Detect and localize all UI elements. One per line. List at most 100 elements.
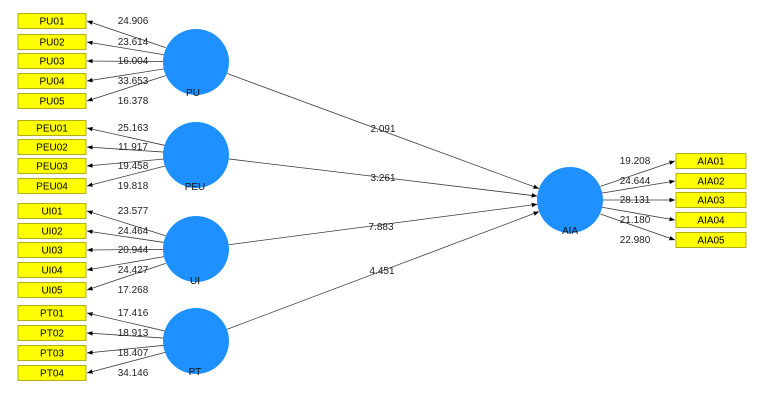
loading-arrow — [86, 158, 166, 168]
indicator-label: AIA03 — [697, 196, 725, 207]
construct-pu[interactable] — [163, 29, 229, 95]
loading-value: 20.944 — [118, 245, 149, 256]
loading-value: 24.906 — [118, 16, 149, 27]
loading-value: 19.458 — [118, 161, 149, 172]
indicator-box[interactable] — [675, 173, 747, 189]
path-coefficient: 7.883 — [368, 222, 393, 233]
path-coefficient: 2.091 — [370, 124, 395, 135]
indicator-box[interactable] — [675, 153, 747, 169]
indicator-box[interactable] — [675, 192, 747, 208]
structural-path — [226, 73, 540, 189]
indicator-label: PEU01 — [36, 124, 68, 135]
loading-arrow — [86, 127, 166, 146]
indicator-box[interactable] — [17, 345, 87, 361]
loading-arrow — [600, 213, 676, 241]
structural-path — [226, 211, 540, 330]
loading-value: 33.653 — [118, 76, 149, 87]
indicator-label: PT01 — [40, 309, 64, 320]
indicator-label: PEU02 — [36, 143, 68, 154]
loading-arrow — [600, 160, 676, 187]
loading-arrow — [86, 255, 166, 272]
construct-label: PT — [189, 367, 202, 378]
loading-value: 24.427 — [118, 265, 149, 276]
loading-value: 28.131 — [620, 195, 651, 206]
loading-arrow — [86, 210, 166, 237]
loading-arrow — [86, 165, 166, 187]
indicator-label: UI05 — [41, 286, 63, 297]
indicator-label: PEU03 — [36, 162, 68, 173]
loading-value: 16.004 — [118, 56, 149, 67]
indicator-label: PT02 — [40, 329, 64, 340]
indicator-box[interactable] — [17, 93, 87, 109]
loading-value: 21.180 — [620, 215, 651, 226]
loading-arrow — [86, 312, 166, 332]
indicator-box[interactable] — [17, 73, 87, 89]
indicator-label: PU01 — [39, 17, 64, 28]
loading-arrow — [86, 344, 166, 355]
loading-value: 23.614 — [118, 37, 149, 48]
loading-arrow — [86, 145, 166, 153]
structural-path — [228, 202, 538, 246]
loading-value: 24.464 — [118, 226, 149, 237]
construct-pt[interactable] — [163, 308, 229, 374]
indicator-box[interactable] — [17, 223, 87, 239]
loading-value: 23.577 — [118, 206, 149, 217]
indicator-label: PU05 — [39, 97, 64, 108]
loading-arrow — [600, 179, 676, 194]
indicator-box[interactable] — [17, 242, 87, 258]
indicator-box[interactable] — [17, 203, 87, 219]
loading-arrow — [86, 247, 166, 253]
construct-label: UI — [190, 276, 200, 287]
indicator-box[interactable] — [675, 212, 747, 228]
loading-value: 18.407 — [118, 348, 149, 359]
indicator-box[interactable] — [17, 262, 87, 278]
indicator-box[interactable] — [17, 158, 87, 174]
loading-arrow — [86, 40, 166, 56]
loading-value: 19.208 — [620, 156, 651, 167]
loading-value: 24.644 — [620, 176, 651, 187]
indicator-box[interactable] — [17, 34, 87, 50]
construct-peu[interactable] — [163, 122, 229, 188]
indicator-label: PT04 — [40, 369, 64, 380]
indicator-box[interactable] — [17, 13, 87, 29]
indicator-label: AIA02 — [697, 177, 725, 188]
indicator-box[interactable] — [17, 53, 87, 69]
loading-value: 18.913 — [118, 328, 149, 339]
indicator-box[interactable] — [17, 325, 87, 341]
structural-path — [228, 158, 538, 198]
indicator-box[interactable] — [17, 120, 87, 136]
loading-value: 16.378 — [118, 96, 149, 107]
construct-ui[interactable] — [163, 216, 229, 282]
indicator-box[interactable] — [17, 139, 87, 155]
construct-label: PU — [186, 88, 200, 99]
loading-value: 11.917 — [118, 142, 148, 153]
indicator-box[interactable] — [17, 305, 87, 321]
path-coefficient: 4.451 — [369, 266, 394, 277]
path-coefficient: 3.261 — [370, 173, 395, 184]
indicator-box[interactable] — [17, 365, 87, 381]
loading-arrow — [600, 206, 676, 222]
loading-arrow — [86, 331, 166, 339]
indicator-label: AIA04 — [697, 216, 725, 227]
loading-value: 25.163 — [118, 123, 149, 134]
loading-arrow — [86, 229, 166, 244]
loading-arrow — [86, 351, 166, 374]
indicator-label: UI03 — [41, 246, 63, 257]
indicator-label: PU04 — [39, 77, 64, 88]
indicator-label: UI04 — [41, 266, 63, 277]
indicator-label: AIA05 — [697, 236, 725, 247]
indicator-label: AIA01 — [697, 157, 725, 168]
loading-value: 17.268 — [118, 285, 149, 296]
indicator-label: PEU04 — [36, 182, 68, 193]
indicator-box[interactable] — [675, 232, 747, 248]
loading-arrow — [86, 68, 166, 83]
indicator-box[interactable] — [17, 282, 87, 298]
construct-label: PEU — [185, 182, 206, 193]
loading-arrow — [86, 75, 166, 102]
construct-aia[interactable] — [537, 167, 603, 233]
loading-value: 22.980 — [620, 235, 651, 246]
indicator-label: UI02 — [41, 227, 63, 238]
indicator-box[interactable] — [17, 178, 87, 194]
loading-arrow — [86, 58, 166, 64]
